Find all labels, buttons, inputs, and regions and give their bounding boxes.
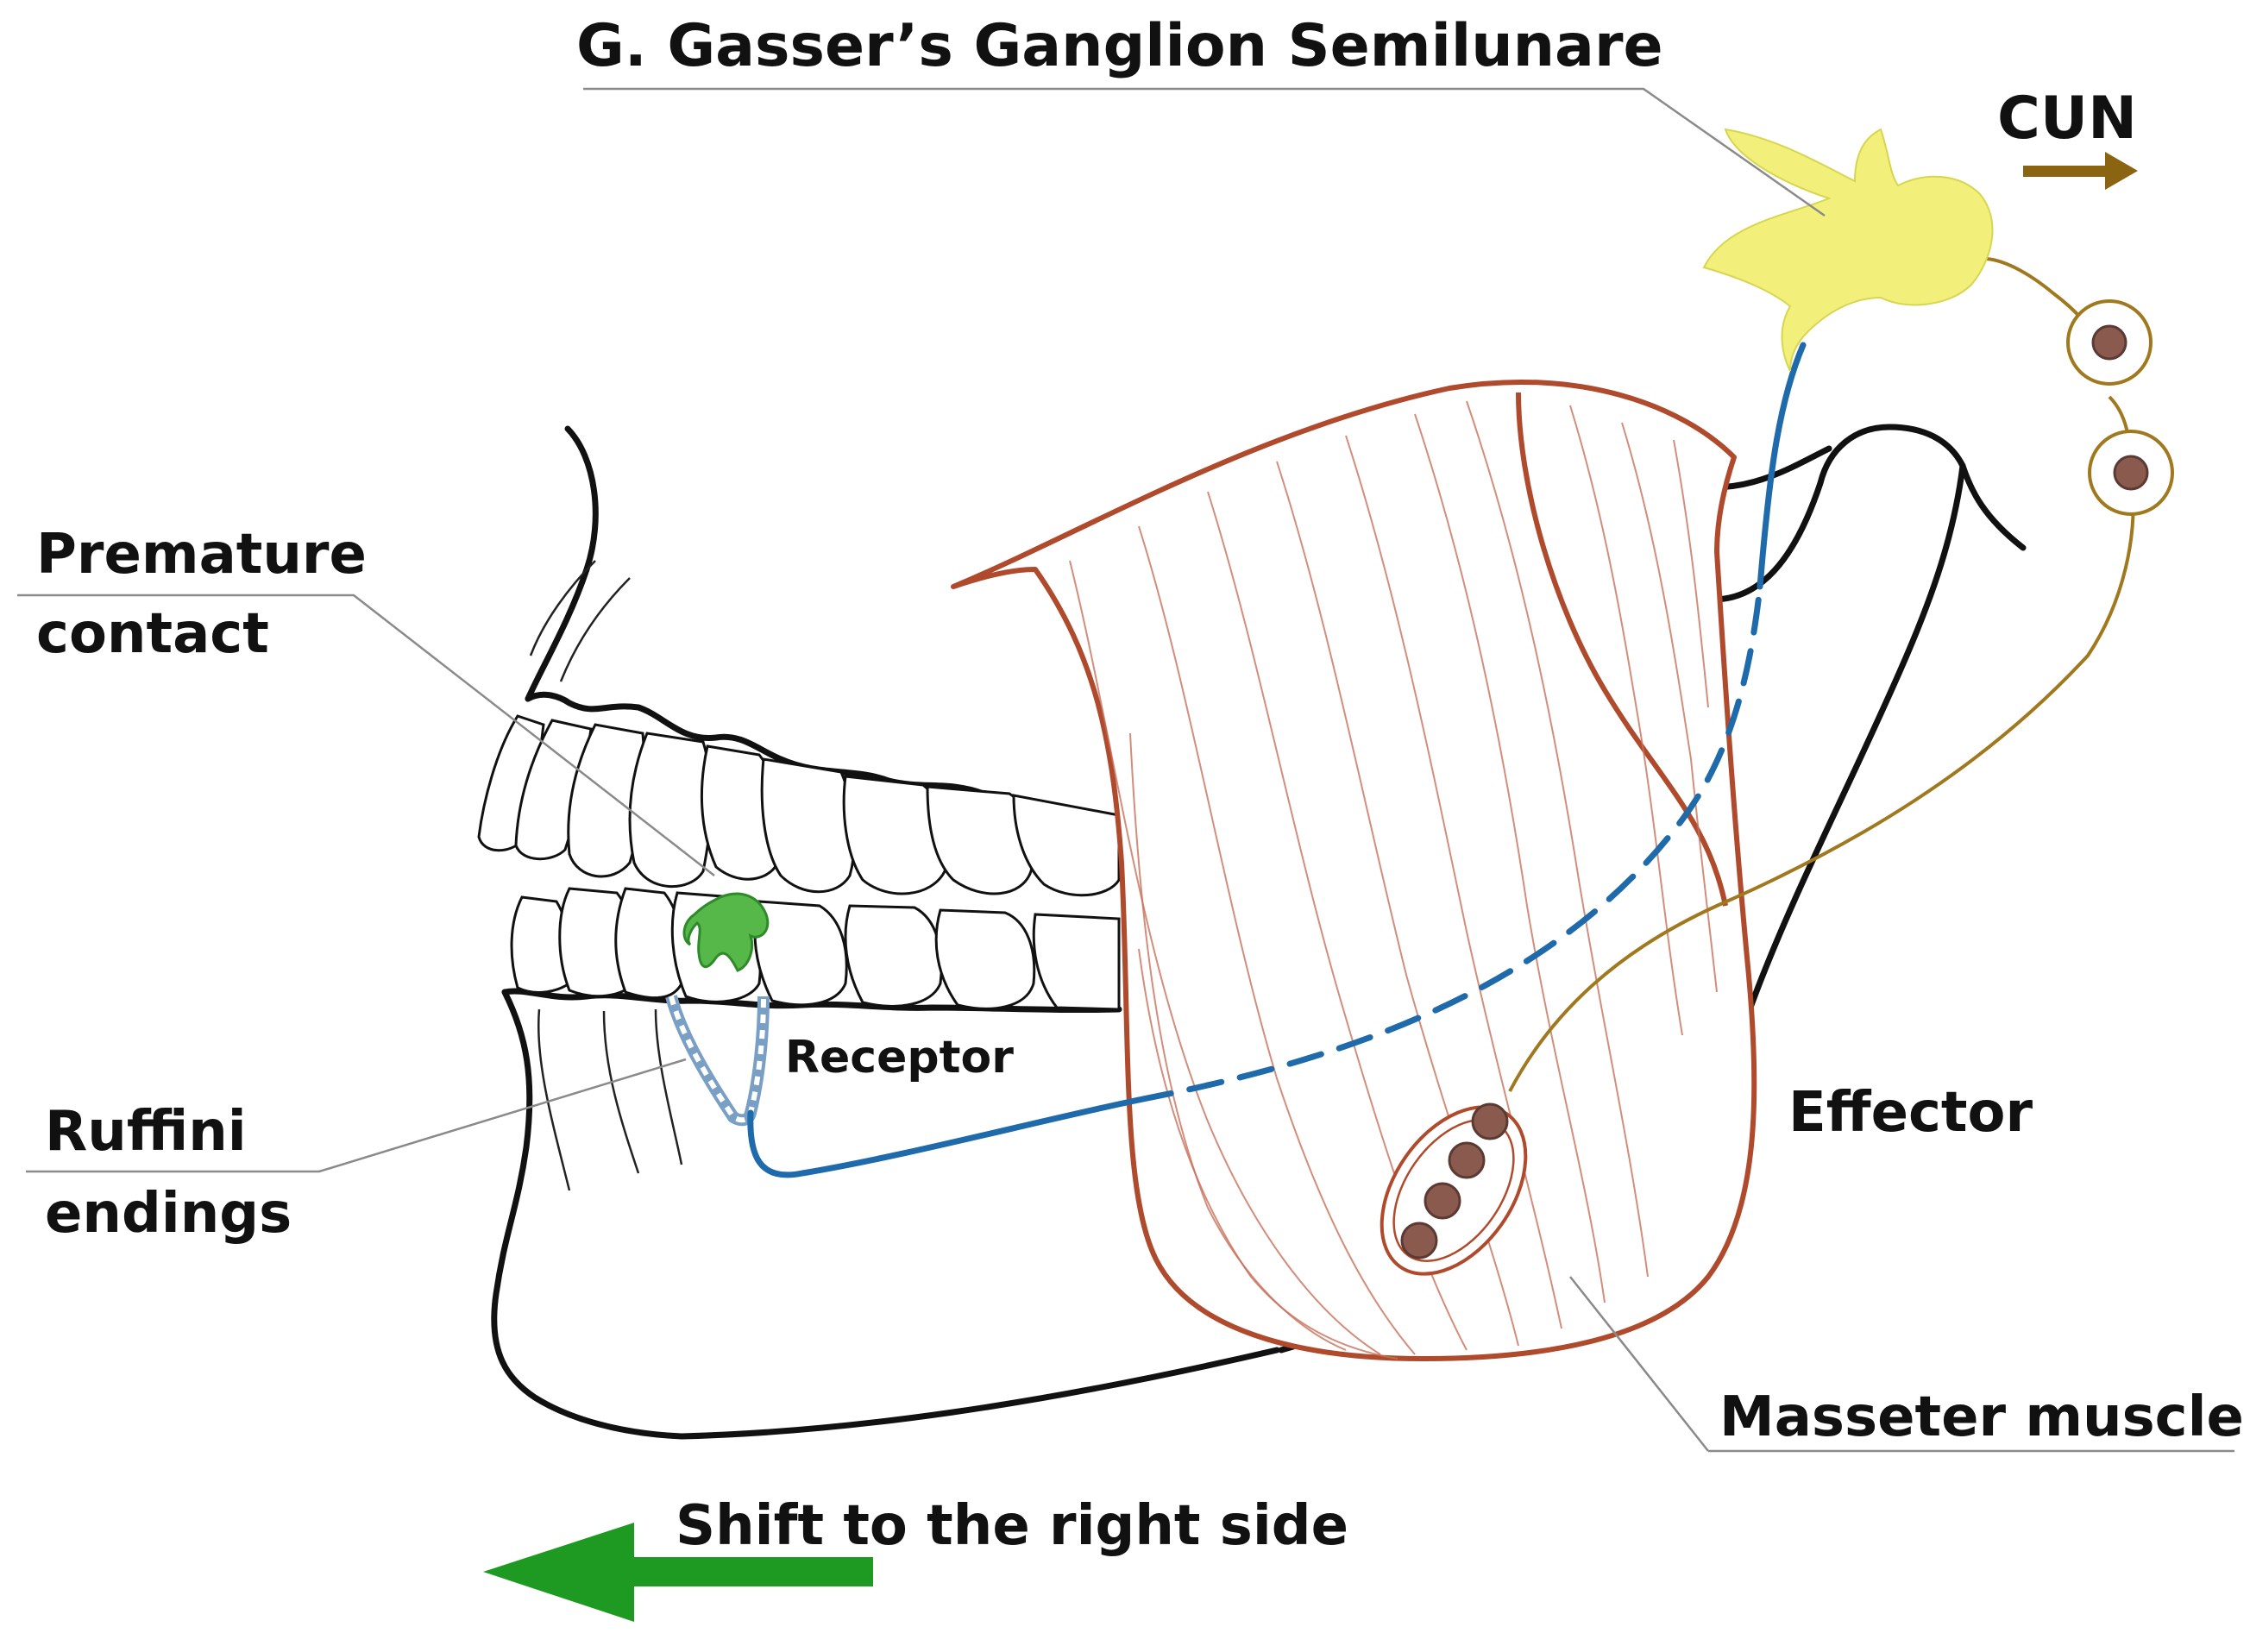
- ruffini-endings-label-line2: endings: [45, 1182, 292, 1246]
- effector-spindle: [1380, 1102, 1528, 1276]
- masseter-muscle: [951, 379, 1757, 1361]
- receptor-label: Receptor: [785, 1032, 1014, 1084]
- effector-nucleus: [1400, 1222, 1438, 1259]
- premature-contact-label-line1: Premature: [36, 523, 367, 587]
- cun-label: CUN: [1997, 85, 2137, 153]
- motor-nerve: [1508, 257, 2174, 1092]
- motor-neuron-cell: [2066, 299, 2153, 386]
- ganglion-label: G. Gasser’s Ganglion Semilunare: [576, 12, 1663, 80]
- masseter-muscle-label: Masseter muscle: [1719, 1385, 2244, 1449]
- effector-nucleus: [1448, 1141, 1486, 1179]
- sensory-nerve: [747, 342, 1807, 1178]
- leader-lines: [17, 87, 2234, 1453]
- effector-label: Effector: [1788, 1081, 2033, 1145]
- effector-nucleus: [1471, 1102, 1509, 1140]
- teeth: [477, 560, 1121, 1191]
- shift-direction-label: Shift to the right side: [676, 1494, 1348, 1558]
- effector-nucleus: [1424, 1182, 1461, 1220]
- motor-neuron-cell: [2088, 430, 2174, 516]
- premature-contact-marker: [682, 892, 770, 972]
- arrow-left-icon: [483, 1523, 873, 1622]
- gasser-ganglion: [1702, 128, 1994, 372]
- ruffini-endings: [665, 995, 770, 1127]
- premature-contact-label-line2: contact: [36, 602, 269, 666]
- ruffini-endings-label-line1: Ruffini: [45, 1100, 247, 1164]
- arrow-right-icon: [2023, 152, 2138, 190]
